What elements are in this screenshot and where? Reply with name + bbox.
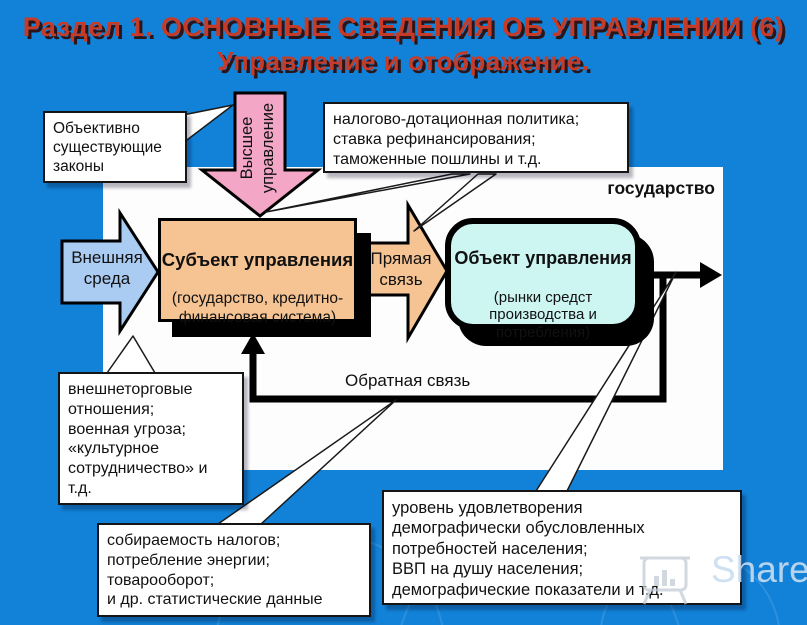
object-box-title: Объект управления — [454, 248, 632, 268]
policy-callout-tail-left — [265, 173, 471, 213]
slide-title-line1: Раздел 1. ОСНОВНЫЕ СВЕДЕНИЯ ОБ УПРАВЛЕНИ… — [22, 12, 785, 42]
callout-objective-laws: Объективно существующие законы — [43, 111, 187, 183]
external-environment-arrow — [60, 207, 160, 337]
object-of-control-box: Объект управления (рынки средст производ… — [445, 218, 641, 341]
policy-callout-tail-right — [413, 173, 497, 232]
slide-title-line2: Управление и отображение. — [217, 46, 590, 77]
direct-link-label: Прямая связь — [370, 249, 432, 290]
callout-tax-policy: налогово-дотационная политика; ставка ре… — [323, 102, 629, 173]
foreign-trade-callout-tail — [106, 335, 156, 374]
feedback-label: Обратная связь — [345, 371, 471, 390]
external-environment-label: Внешняя среда — [71, 248, 143, 289]
watermark-chart-icon — [640, 556, 690, 605]
object-box-subtitle: (рынки средст производства и потребления… — [489, 288, 597, 342]
subject-box-subtitle: (государство, кредитно- финансовая систе… — [171, 290, 344, 326]
callout-demographics: уровень удовлетворения демографически об… — [382, 490, 742, 605]
watermark-text: Shared — [711, 549, 807, 590]
region-label: государство — [607, 178, 715, 198]
slide-title: Раздел 1. ОСНОВНЫЕ СВЕДЕНИЯ ОБ УПРАВЛЕНИ… — [0, 10, 807, 78]
output-arrow — [642, 262, 722, 288]
laws-callout-tail — [182, 104, 234, 144]
callout-foreign-trade: внешнеторговые отношения; военная угроза… — [58, 372, 244, 505]
subject-of-control-box: Субъект управления (государство, кредитн… — [158, 218, 357, 326]
statistics-callout-tail — [217, 399, 397, 525]
callout-statistics: собираемость налогов; потребление энерги… — [97, 523, 371, 617]
higher-control-arrow — [197, 91, 323, 218]
higher-control-arrow-label: Высшее управление — [238, 102, 278, 194]
subject-box-title: Субъект управления — [161, 249, 354, 270]
direct-link-arrow — [356, 199, 449, 344]
feedback-loop-line — [241, 275, 667, 403]
